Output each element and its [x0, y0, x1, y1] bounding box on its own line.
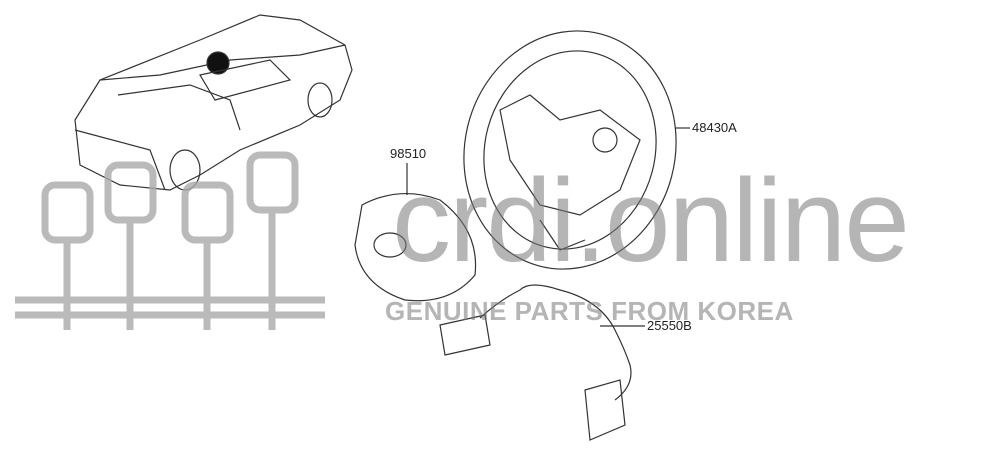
airbag-illustration	[354, 163, 477, 302]
watermark-logo-icon	[15, 151, 325, 330]
steering-wheel-illustration	[463, 30, 690, 270]
part-label-48430a[interactable]: 48430A	[692, 120, 737, 135]
watermark-brand: crdi.online	[392, 155, 910, 287]
switch-harness-illustration	[439, 284, 645, 441]
part-label-98510[interactable]: 98510	[390, 146, 427, 161]
part-label-25550b[interactable]: 25550B	[647, 318, 692, 333]
watermark-tagline: GENUINE PARTS FROM KOREA	[385, 296, 794, 326]
